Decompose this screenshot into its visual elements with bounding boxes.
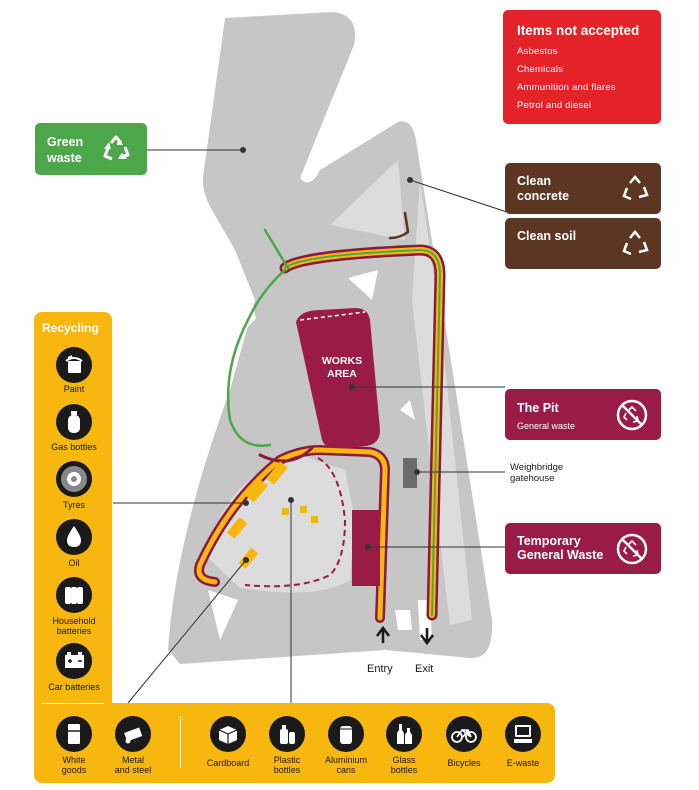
- not-accepted-item: Petrol and diesel: [517, 100, 592, 111]
- weighbridge-block: [403, 458, 417, 488]
- white-goods-label: White goods: [44, 755, 104, 775]
- weighbridge-line2: gatehouse: [510, 473, 555, 484]
- bicycles-label: Bicycles: [447, 758, 481, 768]
- metal-line1: Metal: [121, 755, 144, 765]
- household-batteries-label: Household batteries: [40, 616, 108, 636]
- glass-bottles-icon: [386, 716, 422, 752]
- aluminium-line2: cans: [336, 765, 356, 775]
- can-icon: [328, 716, 364, 752]
- household-batteries-line1: Household: [52, 616, 96, 626]
- temporary-line2: General Waste: [517, 548, 604, 562]
- weighbridge-line1: Weighbridge: [510, 462, 564, 473]
- metal-line2: and steel: [114, 765, 152, 775]
- temporary-line1: Temporary: [517, 534, 581, 548]
- recycle-icon: [622, 230, 649, 256]
- aluminium-cans-label: Aluminium cans: [314, 755, 378, 775]
- glass-line1: Glass: [392, 755, 416, 765]
- e-waste-label: E-waste: [506, 758, 540, 768]
- plastic-line1: Plastic: [273, 755, 301, 765]
- computer-icon: [505, 716, 541, 752]
- cardboard-icon: [210, 716, 246, 752]
- cardboard-label: Cardboard: [206, 758, 250, 768]
- works-area-block: [296, 308, 380, 448]
- temporary-general-waste-label: Temporary General Waste: [505, 523, 661, 574]
- works-area-line1: WORKS: [321, 355, 363, 367]
- divider: [180, 716, 181, 768]
- paint-label: Paint: [63, 384, 85, 394]
- green-waste-label: Green waste: [35, 123, 147, 175]
- entry-arrow: [376, 625, 390, 643]
- no-recycle-icon: [616, 533, 648, 565]
- clean-concrete-line1: Clean: [517, 174, 552, 188]
- car-battery-icon: [56, 643, 92, 679]
- clean-concrete-label: Clean concrete: [505, 163, 661, 214]
- household-batteries-icon: [56, 577, 92, 613]
- exit-arrow: [420, 628, 434, 646]
- glass-line2: bottles: [390, 765, 418, 775]
- tyre-icon: [56, 461, 92, 497]
- weighbridge-gatehouse-label: Weighbridge gatehouse: [510, 462, 563, 484]
- works-area-line2: AREA: [327, 368, 357, 380]
- not-accepted-item: Asbestos: [517, 46, 558, 57]
- bicycle-icon: [446, 716, 482, 752]
- green-waste-line2: waste: [47, 151, 82, 165]
- the-pit-subtitle: General waste: [517, 421, 576, 431]
- clean-soil-label: Clean soil: [505, 218, 661, 269]
- exit-label: Exit: [415, 663, 434, 675]
- green-waste-line1: Green: [47, 135, 84, 149]
- plastic-bottles-label: Plastic bottles: [259, 755, 315, 775]
- oil-drop-icon: [56, 519, 92, 555]
- plastic-bottles-icon: [269, 716, 305, 752]
- items-not-accepted-title: Items not accepted: [517, 23, 640, 38]
- paint-icon: [56, 347, 92, 383]
- entry-label: Entry: [367, 663, 393, 675]
- household-batteries-line2: batteries: [56, 626, 92, 636]
- white-goods-line1: White: [62, 755, 86, 765]
- items-not-accepted-panel: Items not accepted Asbestos Chemicals Am…: [503, 10, 661, 124]
- recycle-icon: [103, 135, 130, 161]
- metal-icon: [115, 716, 151, 752]
- recycle-icon: [622, 175, 649, 201]
- oil-label: Oil: [68, 558, 80, 568]
- clean-concrete-line2: concrete: [517, 189, 570, 203]
- car-batteries-label: Car batteries: [48, 682, 100, 692]
- aluminium-line1: Aluminium: [324, 755, 367, 765]
- the-pit-label: The Pit General waste: [505, 389, 661, 440]
- tyres-label: Tyres: [62, 500, 85, 510]
- the-pit-title: The Pit: [517, 401, 559, 415]
- glass-bottles-label: Glass bottles: [374, 755, 434, 775]
- not-accepted-item: Chemicals: [517, 64, 564, 75]
- clean-soil-text: Clean soil: [517, 229, 577, 243]
- no-recycle-icon: [616, 399, 648, 431]
- gas-bottles-label: Gas bottles: [51, 442, 97, 452]
- fridge-icon: [56, 716, 92, 752]
- divider: [42, 703, 104, 704]
- white-goods-line2: goods: [61, 765, 87, 775]
- plastic-line2: bottles: [273, 765, 301, 775]
- works-area-label: WORKS AREA: [312, 355, 372, 381]
- not-accepted-item: Ammunition and flares: [517, 82, 616, 93]
- recycling-title: Recycling: [42, 321, 99, 335]
- metal-and-steel-label: Metal and steel: [103, 755, 163, 775]
- gas-bottle-icon: [56, 404, 92, 440]
